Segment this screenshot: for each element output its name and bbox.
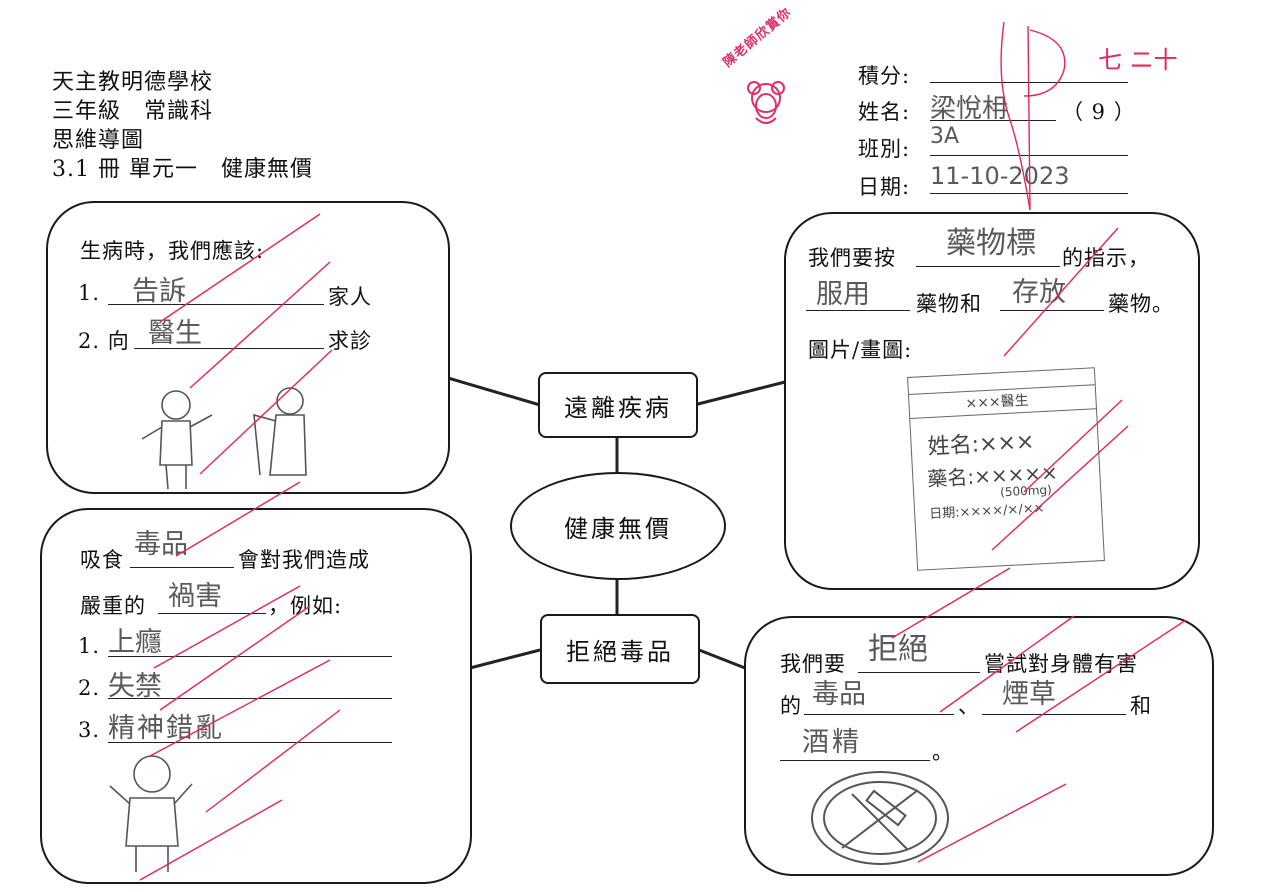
refuse-line2-blank1 [804, 714, 954, 715]
med-picture-label: 圖片/畫圖: [808, 334, 912, 364]
box-when-sick: 生病時，我們應該: 1. 告訴 家人 2. 向 醫生 求診 [46, 201, 450, 494]
sick-item1-num: 1. [78, 281, 100, 305]
med-line1-blank [916, 266, 1060, 267]
refuse-line2-prefix: 的 [780, 690, 802, 720]
refuse-line2-answer1: 毒品 [812, 672, 866, 711]
med-line2-blank2 [1000, 310, 1104, 311]
med-line2-answer2: 存放 [1012, 270, 1066, 309]
refuse-line2-blank2 [982, 714, 1126, 715]
refuse-line1-answer: 拒絕 [868, 624, 928, 668]
refuse-line3-answer: 酒精 [802, 720, 862, 759]
refuse-line2-suffix: 和 [1130, 690, 1152, 720]
med-line2-answer1: 服用 [816, 272, 870, 311]
refuse-line1-blank [858, 672, 980, 673]
center-topic: 健康無價 [510, 472, 726, 580]
branch-stay-away-from-disease: 遠離疾病 [538, 372, 698, 438]
harm-line1-answer: 毒品 [134, 522, 188, 561]
bag-header: ×××醫生 [965, 390, 1029, 413]
harm-line1-blank [130, 567, 234, 568]
branch-refuse-drugs: 拒絕毒品 [540, 614, 700, 684]
harm-line1-suffix: 會對我們造成 [238, 544, 370, 574]
bag-name-line: 姓名:××× [927, 424, 1035, 462]
sick-item2-suffix: 求診 [328, 325, 372, 355]
sick-intro: 生病時，我們應該: [80, 235, 264, 265]
medicine-bag-drawing: ×××醫生 姓名:××× 藥名:××××× (500mg) 日期:××××/×/… [907, 367, 1105, 571]
distressed-person-drawing [96, 746, 216, 876]
harm-item3-answer: 精神錯亂 [108, 706, 224, 745]
box-drug-harm: 吸食 毒品 會對我們造成 嚴重的 禍害 ，例如: 1. 上癮 2. 失禁 3. … [40, 508, 472, 884]
med-line1-answer: 藥物標 [946, 218, 1036, 262]
refuse-line2-answer2: 煙草 [1002, 672, 1056, 711]
box-medicine: 我們要按 藥物標 的指示， 服用 藥物和 存放 藥物。 圖片/畫圖: ×××醫生… [784, 212, 1200, 590]
harm-item1-num: 1. [78, 634, 100, 658]
sick-item2-prefix: 2. 向 [78, 325, 130, 355]
sick-item2-blank [134, 348, 324, 349]
harm-item3-num: 3. [78, 718, 100, 742]
sick-item2-answer: 醫生 [148, 311, 202, 350]
refuse-line2-sep: 、 [958, 690, 980, 720]
sick-item1-answer: 告訴 [132, 269, 186, 308]
med-line2-suffix: 藥物。 [1108, 288, 1174, 318]
harm-line1-prefix: 吸食 [80, 544, 124, 574]
harm-item1-blank [108, 656, 392, 657]
no-smoking-drawing [806, 766, 956, 876]
harm-item1-answer: 上癮 [108, 620, 162, 659]
med-line2-mid: 藥物和 [916, 288, 982, 318]
harm-item2-blank [108, 698, 392, 699]
harm-item3-blank [108, 742, 392, 743]
bag-date-line: 日期:××××/×/×× [929, 497, 1045, 522]
med-line2-blank1 [806, 310, 910, 311]
harm-line2-prefix: 嚴重的 [80, 590, 146, 620]
refuse-line3-blank [780, 760, 930, 761]
sick-item1-suffix: 家人 [328, 281, 372, 311]
harm-item2-num: 2. [78, 676, 100, 700]
med-line1-prefix: 我們要按 [808, 242, 896, 272]
box-refuse: 我們要 拒絕 嘗試對身體有害 的 毒品 、 煙草 和 酒精 。 [744, 616, 1214, 876]
sick-people-drawing [120, 375, 340, 495]
refuse-line3-suffix: 。 [932, 736, 954, 766]
harm-line2-blank [158, 613, 266, 614]
med-line1-suffix: 的指示， [1062, 242, 1150, 272]
harm-line2-answer: 禍害 [168, 574, 222, 613]
sick-item1-blank [108, 304, 324, 305]
harm-line2-suffix: ，例如: [268, 590, 342, 620]
bag-dose: (500mg) [1000, 483, 1052, 500]
